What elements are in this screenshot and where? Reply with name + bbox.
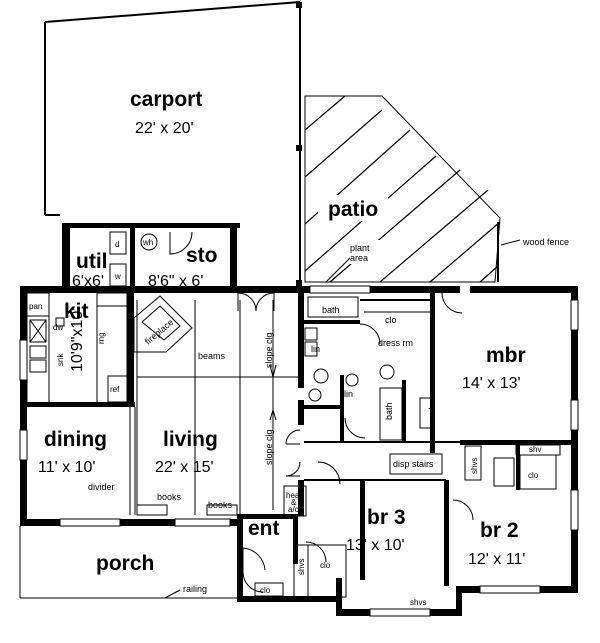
util-label: util xyxy=(76,250,108,273)
porch-area xyxy=(19,526,266,599)
plant-area-label-1: plant xyxy=(350,243,370,253)
porch-label: porch xyxy=(96,552,154,575)
closet-label-coat: clo xyxy=(260,586,271,595)
beams-label: beams xyxy=(198,351,226,361)
carport-label: carport xyxy=(130,88,202,111)
dining-dims: 11' x 10' xyxy=(38,459,95,476)
pantry-label: pan xyxy=(29,302,42,311)
dining-area xyxy=(129,407,136,515)
books-label-right: books xyxy=(208,500,233,510)
closet-label-mbr: clo xyxy=(427,402,437,414)
bedrooms-area xyxy=(441,292,575,490)
master-bedroom-dims: 14' x 13' xyxy=(462,375,521,392)
water-heater-label: wh xyxy=(142,238,153,247)
books-label-left: books xyxy=(157,492,182,502)
refrigerator-label: ref xyxy=(110,385,120,394)
kitchen-label: kit xyxy=(64,300,89,323)
heat-ac-label-3: a/c xyxy=(288,505,299,514)
shelf-label-br2: shv xyxy=(529,445,541,454)
bath-area xyxy=(304,293,435,453)
disappearing-stairs-label: disp stairs xyxy=(393,459,434,469)
bedroom-2-dims: 12' x 11' xyxy=(468,551,525,568)
heat-ac-label-2: & xyxy=(291,498,297,507)
sto-label: sto xyxy=(186,244,218,267)
linen-label-2: lin xyxy=(344,389,353,399)
bedroom-3-dims: 13' x 10' xyxy=(346,537,405,554)
railing-label: railing xyxy=(183,584,207,594)
dryer-label: d xyxy=(115,240,119,249)
heat-ac-label-1: heat xyxy=(286,491,302,500)
kitchen-dims: 10'9"x10' xyxy=(69,308,86,372)
shelves-label-br3: shvs xyxy=(410,598,426,607)
master-bedroom-label: mbr xyxy=(486,344,526,367)
closet-label-br2: clo xyxy=(528,471,539,480)
patio-area xyxy=(304,95,521,283)
slope-ceiling-label-top: slope clg xyxy=(264,332,274,368)
plant-area-label-2: area xyxy=(350,253,368,263)
carport-dims: 22' x 20' xyxy=(135,120,194,137)
dining-label: dining xyxy=(44,428,107,451)
carport-area xyxy=(44,1,302,286)
wood-fence-label: wood fence xyxy=(522,237,569,247)
util-sto-block xyxy=(62,223,240,289)
divider-label: divider xyxy=(88,482,115,492)
util-dims: 6'x6' xyxy=(72,273,104,290)
living-dims: 22' x 15' xyxy=(155,459,214,476)
living-area xyxy=(133,292,304,516)
living-label: living xyxy=(163,428,218,451)
bath-label-1: bath xyxy=(322,305,340,315)
kitchen-area xyxy=(26,292,135,407)
fireplace-label: fireplace xyxy=(143,317,175,347)
closet-label-dress: clo xyxy=(385,315,397,325)
sto-dims: 8'6" x 6' xyxy=(148,273,203,290)
exterior-walls xyxy=(19,285,579,617)
slope-ceiling-label-bottom: slope clg xyxy=(264,429,274,465)
bedroom-2-label: br 2 xyxy=(480,519,519,542)
range-label: rng xyxy=(97,332,106,344)
dress-room-label: dress rm xyxy=(378,338,413,348)
shelves-label-entry: shvs xyxy=(297,559,306,575)
shelves-label-hall: shvs xyxy=(470,458,479,474)
patio-label: patio xyxy=(328,198,378,221)
closet-label-entry: clo xyxy=(320,561,331,570)
bedroom-3-label: br 3 xyxy=(367,506,406,529)
washer-label: w xyxy=(114,272,121,281)
bath-label-2: bath xyxy=(384,402,394,420)
entry-label: ent xyxy=(248,517,280,540)
dishwasher-label: dw xyxy=(53,323,63,332)
linen-label-1: lin xyxy=(311,344,320,354)
sink-label: snk xyxy=(56,353,65,366)
